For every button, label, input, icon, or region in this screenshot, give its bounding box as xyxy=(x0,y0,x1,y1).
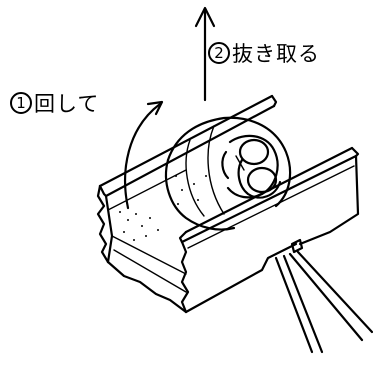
up-arrow-icon xyxy=(194,6,216,102)
curved-arrow-icon xyxy=(124,100,164,210)
roller-assembly xyxy=(164,116,292,231)
channel-floor xyxy=(111,235,187,275)
channel-back-wall xyxy=(98,94,278,211)
rotate-label: 1 回して xyxy=(10,88,99,118)
pull-label: 2 抜き取る xyxy=(208,38,320,68)
shading xyxy=(119,175,207,241)
rotate-text: 回して xyxy=(34,92,100,116)
tool xyxy=(274,250,373,354)
pull-text: 抜き取る xyxy=(232,42,320,66)
channel-front-wall xyxy=(178,146,360,314)
step-1-marker: 1 xyxy=(10,92,32,114)
step-2-marker: 2 xyxy=(208,42,230,64)
